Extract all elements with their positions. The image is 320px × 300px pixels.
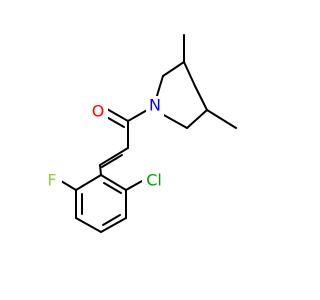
structure-diagram: O N F Cl (44, 34, 237, 233)
bond-ar3-ar4 (100, 217, 127, 233)
bond-ar6-f (60, 180, 77, 191)
bond-calpha-cbeta-2 (101, 154, 123, 168)
structure-canvas: O N F Cl (44, 34, 237, 233)
bond-calpha-cbeta-1 (99, 147, 129, 166)
bonds (60, 34, 237, 233)
bond-c6-n (161, 113, 188, 129)
nitrogen-atom: N (146, 96, 164, 116)
atom-labels: O N F Cl (44, 96, 166, 191)
chlorine-atom: Cl (142, 171, 166, 191)
bond-c3-c4 (183, 61, 196, 87)
bond-carbonyl-o-1 (106, 108, 129, 122)
bond-ar6-ar1 (75, 174, 102, 191)
chlorine-label: Cl (146, 171, 162, 190)
bond-ar1-ar2 (100, 174, 127, 191)
nitrogen-label: N (149, 96, 161, 115)
bond-n-carbonyl (127, 108, 150, 122)
bond-aromatic-inner-2 (102, 214, 121, 226)
bond-cbeta-ring (99, 164, 102, 176)
bond-c5-methyl (206, 109, 237, 129)
bond-ar4-ar5 (75, 217, 102, 233)
fluorine-label: F (47, 171, 56, 190)
bond-ar2-cl (125, 180, 143, 191)
oxygen-atom: O (90, 102, 108, 122)
oxygen-label: O (92, 102, 105, 121)
bond-c2-c3 (162, 61, 185, 77)
bond-n-c2 (155, 75, 164, 100)
bond-aromatic-inner-1 (103, 182, 122, 194)
fluorine-atom: F (44, 171, 62, 191)
bond-c4-c5 (194, 85, 208, 111)
bond-c5-c6 (186, 109, 208, 129)
